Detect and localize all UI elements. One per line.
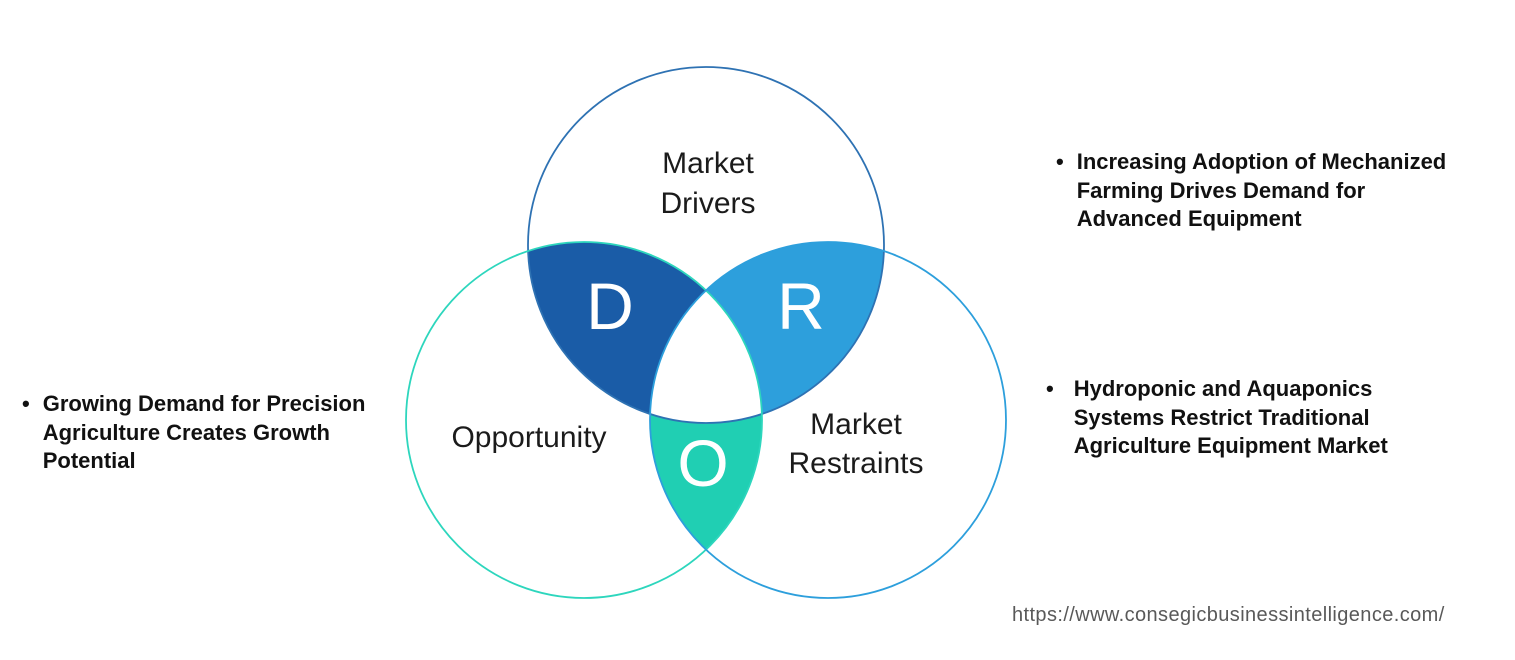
- bullet-marker: •: [1056, 149, 1064, 174]
- label-market-drivers-line1: Market: [662, 147, 754, 180]
- circle-restraints-outline: [649, 241, 1007, 599]
- bullet-line: Farming Drives Demand for: [1076, 177, 1366, 203]
- bullet-lines: Growing Demand for Precision Agriculture…: [43, 390, 366, 476]
- bullet-line: Agriculture Equipment Market: [1073, 433, 1388, 458]
- bullet-note-driver: • Increasing Adoption of Mechanized Farm…: [1056, 148, 1476, 234]
- circle-opportunity-outline: [405, 241, 763, 599]
- letter-d: D: [586, 269, 634, 343]
- bullet-line: Systems Restrict Traditional: [1073, 404, 1370, 430]
- bullet-line: Growing Demand for Precision: [42, 391, 366, 416]
- bullet-line: Hydroponic and Aquaponics: [1073, 376, 1373, 401]
- label-market-restraints-line2: Restraints: [788, 447, 923, 480]
- bullet-note-restraint: • Hydroponic and Aquaponics Systems Rest…: [1046, 375, 1466, 461]
- label-market-restraints-line1: Market: [810, 408, 902, 441]
- letter-o: O: [677, 426, 728, 500]
- bullet-marker: •: [1046, 376, 1054, 401]
- bullet-marker: •: [22, 391, 30, 416]
- label-opportunity: Opportunity: [451, 421, 606, 454]
- bullet-line: Agriculture Creates Growth: [42, 419, 330, 445]
- bullet-note-opportunity: • Growing Demand for Precision Agricultu…: [22, 390, 402, 476]
- bullet-lines: Hydroponic and Aquaponics Systems Restri…: [1074, 375, 1388, 461]
- bullet-lines: Increasing Adoption of Mechanized Farmin…: [1077, 148, 1447, 234]
- bullet-line: Potential: [42, 448, 136, 473]
- bullet-line: Increasing Adoption of Mechanized: [1076, 149, 1447, 174]
- bullet-line: Advanced Equipment: [1076, 206, 1302, 231]
- circle-drivers-outline: [527, 66, 885, 424]
- letter-r: R: [777, 269, 825, 343]
- label-market-drivers-line2: Drivers: [661, 187, 756, 220]
- source-url: https://www.consegicbusinessintelligence…: [1012, 604, 1445, 626]
